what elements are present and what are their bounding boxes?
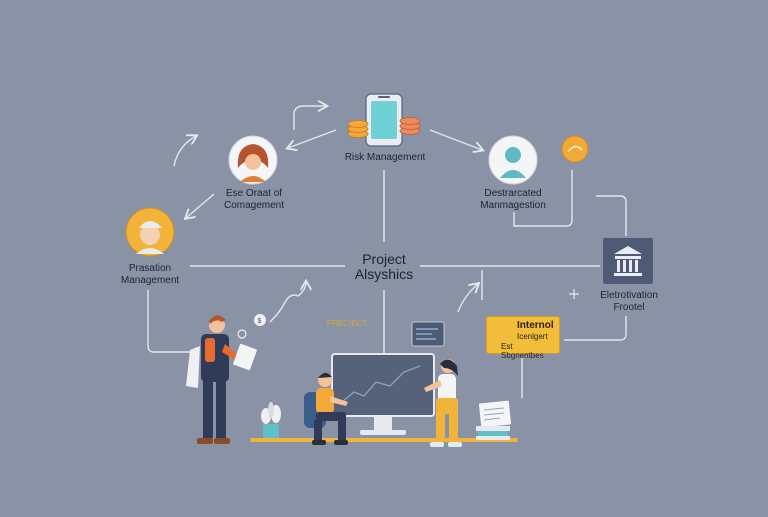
elbow-left-lower xyxy=(147,290,194,353)
label-risk-management: Risk Management xyxy=(344,152,426,163)
label-center-line2: Alsyshics xyxy=(354,266,414,282)
warning-card-line1: Icenlgert xyxy=(517,332,548,341)
plant-icon xyxy=(261,402,281,438)
standing-woman-figure xyxy=(424,359,462,447)
documents-stack-icon xyxy=(476,400,512,440)
speech-bubble-icon: $ xyxy=(237,314,266,339)
avatar-woman-icon xyxy=(228,135,278,185)
phone-coins-icon xyxy=(347,93,421,147)
label-left-lower-line1: Prasation xyxy=(128,263,172,274)
label-right-upper-line2: Manmagestion xyxy=(480,200,546,211)
elbow-right-upper xyxy=(513,170,573,227)
connector-top-to-right xyxy=(429,129,482,150)
seated-person-figure xyxy=(304,372,348,445)
label-right-lower-line1: Eletrotivation xyxy=(600,290,658,301)
label-right-lower: Eletrotivation Frootel xyxy=(584,290,674,314)
monitor-icon xyxy=(331,353,435,435)
avatar-man-icon xyxy=(125,207,175,257)
squiggle-arrow xyxy=(269,282,306,323)
label-left-lower: Prasation Management xyxy=(96,263,204,287)
connector-left-upper-to-lower xyxy=(186,193,215,218)
label-left-upper-line2: Comagement xyxy=(223,200,285,211)
warning-card-line2: Est Sbgnentbes xyxy=(501,342,544,360)
label-right-lower-line2: Frootel xyxy=(613,302,645,313)
connector-top-to-left xyxy=(288,129,337,148)
svg-text:$: $ xyxy=(258,318,262,325)
label-left-upper: Ese Oraat of Comagement xyxy=(200,188,308,212)
label-small-tag: PRECIECT xyxy=(326,319,368,328)
label-center: Project Alsyshics xyxy=(334,252,434,282)
label-center-line1: Project xyxy=(362,251,406,267)
elbow-warning-right xyxy=(564,316,627,341)
curve-arrow-right xyxy=(457,284,478,313)
coin-icon xyxy=(561,135,589,163)
elbow-arrow-top xyxy=(293,106,326,130)
elbow-right-side xyxy=(596,195,627,236)
warning-card-title: Internol xyxy=(517,320,554,331)
label-left-upper-line1: Ese Oraat of xyxy=(225,188,283,199)
code-card-icon xyxy=(411,321,445,347)
standing-man-figure xyxy=(186,315,257,444)
avatar-person-icon xyxy=(488,135,538,185)
label-right-upper: Destrarcated Manmagestion xyxy=(458,188,568,212)
connector-lines xyxy=(147,106,627,398)
plus-icon xyxy=(569,289,579,299)
bank-building-icon xyxy=(603,238,653,284)
label-right-upper-line1: Destrarcated xyxy=(484,188,542,199)
warning-card: Internol Icenlgert Est Sbgnentbes xyxy=(486,316,560,360)
curve-arrow-left xyxy=(173,136,196,167)
label-left-lower-line2: Management xyxy=(120,275,180,286)
